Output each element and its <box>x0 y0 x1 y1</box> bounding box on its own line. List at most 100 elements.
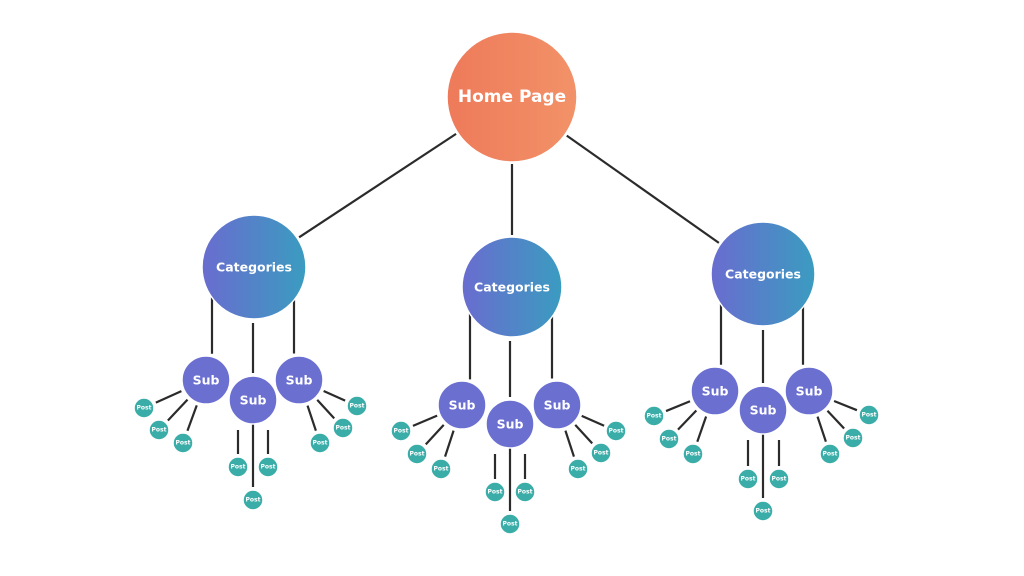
post-node-1-3-2-label: Post <box>336 425 351 432</box>
post-node-2-1-1-label: Post <box>394 428 409 435</box>
post-node-2-2-1: Post <box>484 481 506 503</box>
edge-sub-1-3-to-post-2 <box>316 399 336 420</box>
sub-node-1-1-circle <box>181 355 231 405</box>
sub-node-1-1: Sub <box>181 355 231 405</box>
post-node-3-3-1: Post <box>858 404 880 426</box>
category-node-3-label: Categories <box>725 267 801 282</box>
edge-sub-2-3-to-post-2 <box>574 424 594 445</box>
sub-node-2-3-circle <box>532 380 582 430</box>
sub-node-1-3-circle <box>274 355 324 405</box>
edge-sub-3-3-to-post-1 <box>833 400 858 412</box>
post-node-1-1-1-circle <box>133 397 155 419</box>
category-node-3-circle <box>710 221 816 327</box>
edge-sub-2-1-to-post-3 <box>444 430 455 457</box>
post-node-1-1-1-label: Post <box>137 405 152 412</box>
sub-node-1-2: Sub <box>228 375 278 425</box>
edges <box>155 132 858 511</box>
post-node-1-3-3-label: Post <box>313 440 328 447</box>
category-node-2-label: Categories <box>474 280 550 295</box>
category-node-1: Categories <box>201 214 307 320</box>
post-node-2-3-3-circle <box>567 458 589 480</box>
sub-node-3-3-label: Sub <box>796 384 823 399</box>
category-node-1-label: Categories <box>216 260 292 275</box>
post-node-1-1-2-circle <box>148 419 170 441</box>
post-node-3-1-1-label: Post <box>647 413 662 420</box>
sub-node-2-2-label: Sub <box>497 417 524 432</box>
nodes: Home PageCategoriesSubPostPostPostSubPos… <box>133 31 880 535</box>
post-node-3-2-2-circle <box>768 468 790 490</box>
sub-node-2-3-label: Sub <box>544 398 571 413</box>
post-node-2-2-2-label: Post <box>518 489 533 496</box>
post-node-3-1-1-circle <box>643 405 665 427</box>
post-node-3-3-3-label: Post <box>823 451 838 458</box>
post-node-2-2-2-circle <box>514 481 536 503</box>
sub-node-1-3-label: Sub <box>286 373 313 388</box>
post-node-3-3-2: Post <box>842 427 864 449</box>
post-node-3-2-2-label: Post <box>772 476 787 483</box>
post-node-2-2-3-circle <box>499 513 521 535</box>
post-node-3-3-3: Post <box>819 443 841 465</box>
post-node-3-3-2-label: Post <box>846 435 861 442</box>
post-node-1-3-1: Post <box>346 395 368 417</box>
post-node-1-2-3-circle <box>242 489 264 511</box>
post-node-1-3-2-circle <box>332 417 354 439</box>
post-node-2-1-1: Post <box>390 420 412 442</box>
post-node-1-2-1-circle <box>227 456 249 478</box>
edge-sub-2-1-to-post-1 <box>412 414 438 427</box>
edge-sub-2-1-to-post-2 <box>424 424 445 446</box>
home-page-node-label: Home Page <box>458 87 566 107</box>
category-node-3: Categories <box>710 221 816 327</box>
edge-sub-2-3-to-post-1 <box>581 414 605 427</box>
post-node-2-3-2: Post <box>590 442 612 464</box>
post-node-3-2-2: Post <box>768 468 790 490</box>
post-node-1-3-1-label: Post <box>350 403 365 410</box>
post-node-3-3-3-circle <box>819 443 841 465</box>
edge-sub-3-3-to-post-3 <box>816 416 827 443</box>
sub-node-2-2: Sub <box>485 399 535 449</box>
post-node-1-1-2-label: Post <box>152 427 167 434</box>
post-node-2-1-3-circle <box>430 458 452 480</box>
edge-sub-3-1-to-post-1 <box>665 400 691 413</box>
post-node-2-2-1-label: Post <box>488 489 503 496</box>
post-node-3-1-3: Post <box>682 443 704 465</box>
post-node-2-2-3-label: Post <box>503 521 518 528</box>
sub-node-3-2: Sub <box>738 385 788 435</box>
post-node-3-2-3-circle <box>752 500 774 522</box>
post-node-2-3-1-label: Post <box>609 428 624 435</box>
post-node-3-2-3: Post <box>752 500 774 522</box>
edge-sub-3-1-to-post-3 <box>696 416 708 443</box>
sub-node-3-2-circle <box>738 385 788 435</box>
post-node-3-2-3-label: Post <box>756 508 771 515</box>
post-node-1-3-1-circle <box>346 395 368 417</box>
post-node-1-2-2: Post <box>257 456 279 478</box>
post-node-1-2-2-label: Post <box>261 464 276 471</box>
post-node-2-2-3: Post <box>499 513 521 535</box>
post-node-2-3-3-label: Post <box>571 466 586 473</box>
sub-node-1-2-label: Sub <box>240 393 267 408</box>
post-node-2-1-3: Post <box>430 458 452 480</box>
edge-sub-3-1-to-post-2 <box>677 409 698 431</box>
post-node-2-1-3-label: Post <box>434 466 449 473</box>
post-node-3-2-1-label: Post <box>741 476 756 483</box>
post-node-1-2-1-label: Post <box>231 464 246 471</box>
post-node-3-1-2: Post <box>658 428 680 450</box>
post-node-1-2-3: Post <box>242 489 264 511</box>
post-node-2-1-1-circle <box>390 420 412 442</box>
post-node-2-3-3: Post <box>567 458 589 480</box>
post-node-3-3-1-circle <box>858 404 880 426</box>
post-node-1-1-2: Post <box>148 419 170 441</box>
sub-node-1-1-label: Sub <box>193 373 220 388</box>
post-node-2-1-2: Post <box>406 443 428 465</box>
post-node-1-2-2-circle <box>257 456 279 478</box>
post-node-3-3-2-circle <box>842 427 864 449</box>
edge-sub-2-3-to-post-3 <box>564 430 575 457</box>
sub-node-3-2-label: Sub <box>750 403 777 418</box>
post-node-1-1-3: Post <box>172 432 194 454</box>
sub-node-2-1: Sub <box>437 380 487 430</box>
post-node-3-3-1-label: Post <box>862 412 877 419</box>
home-page-node-circle <box>446 31 578 163</box>
post-node-3-2-1: Post <box>737 468 759 490</box>
post-node-1-1-3-label: Post <box>176 440 191 447</box>
sub-node-1-3: Sub <box>274 355 324 405</box>
